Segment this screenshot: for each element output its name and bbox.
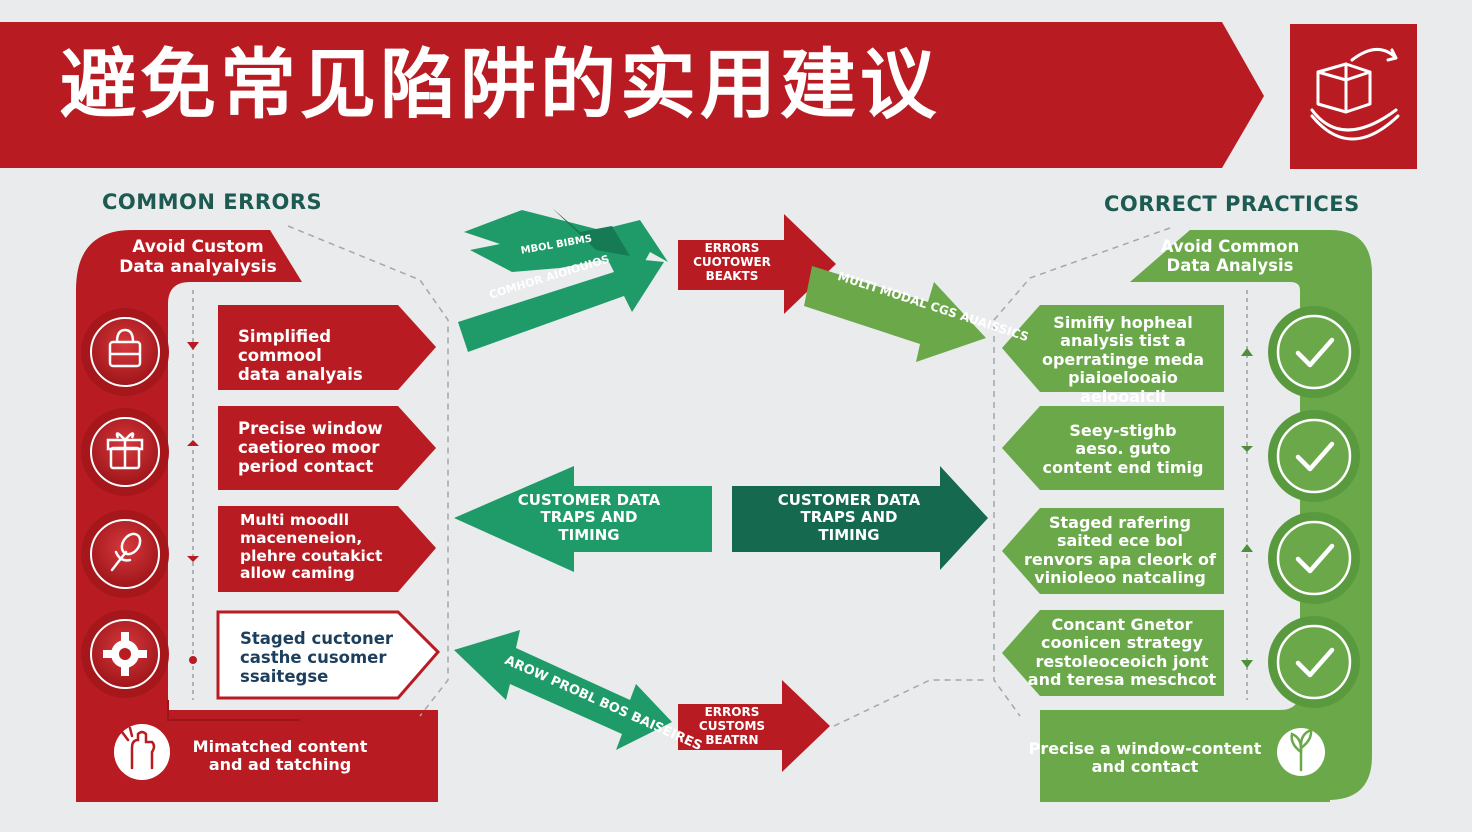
left-item-text: Precise window caetioreo moor period con… bbox=[238, 419, 383, 476]
left-item-box bbox=[216, 610, 441, 700]
right-footer-text: Precise a window-content and contact bbox=[1028, 739, 1262, 777]
right-dashed-guide bbox=[993, 227, 1171, 717]
left-item-text: Staged cuctoner casthe cusomer ssaitegse bbox=[240, 629, 394, 686]
check-icon bbox=[1295, 441, 1335, 472]
left-dashed-guide bbox=[287, 225, 449, 717]
errors-arrow-top bbox=[678, 214, 836, 314]
errors-bottom-label: ERRORS CUSTOMS BEATRN bbox=[698, 705, 766, 747]
center-left-arrow-label: CUSTOMER DATA TRAPS AND TIMING bbox=[517, 491, 661, 544]
gear-icon bbox=[103, 632, 147, 676]
box-with-arrow-icon bbox=[1310, 48, 1400, 141]
check-icon bbox=[1295, 543, 1335, 574]
hand-icon bbox=[120, 726, 156, 770]
left-cap-label: Avoid Custom Data analyalysis bbox=[119, 237, 277, 277]
right-item-text: Concant Gnetor coonicen strategy restole… bbox=[1027, 615, 1217, 690]
errors-arrow-bottom bbox=[678, 680, 830, 772]
right-item-box bbox=[1002, 610, 1224, 696]
small-arrow-marker bbox=[1241, 348, 1253, 668]
center-right-arrow-label: CUSTOMER DATA TRAPS AND TIMING bbox=[777, 491, 921, 544]
correct-practices-heading: CORRECT PRACTICES bbox=[1104, 192, 1360, 216]
gift-icon bbox=[106, 432, 144, 470]
page-title: 避免常见陷阱的实用建议 bbox=[60, 40, 940, 129]
left-item-text: Simplified commool data analyais bbox=[238, 327, 363, 384]
small-arrow-marker bbox=[187, 342, 199, 664]
right-item-text: Seey-stighb aeso. guto content end timig bbox=[1042, 421, 1204, 477]
left-item-box bbox=[218, 305, 436, 390]
multi-modal-arrow bbox=[804, 266, 986, 362]
top-left-teal-arrow bbox=[458, 208, 668, 352]
check-icon bbox=[1295, 647, 1335, 678]
left-item-box bbox=[218, 406, 436, 490]
common-errors-heading: COMMON ERRORS bbox=[102, 190, 323, 214]
check-icon bbox=[1295, 337, 1335, 368]
right-item-box bbox=[1002, 305, 1224, 392]
errors-top-label: ERRORS CUOTOWER BEAKTS bbox=[693, 241, 771, 283]
microphone-icon bbox=[110, 532, 142, 572]
right-item-box bbox=[1002, 406, 1224, 490]
plant-icon bbox=[1290, 728, 1313, 772]
right-item-box bbox=[1002, 508, 1224, 594]
left-item-text: Multi moodll maceneneion, plehre coutaki… bbox=[240, 511, 383, 583]
shopping-bag-icon bbox=[108, 328, 142, 368]
center-left-arrow bbox=[454, 466, 712, 572]
center-right-arrow bbox=[732, 466, 988, 570]
right-cap-label: Avoid Common Data Analysis bbox=[1160, 237, 1300, 275]
left-footer-text: Mimatched content and ad tatching bbox=[192, 737, 368, 775]
title-banner bbox=[0, 22, 1264, 168]
logo-box bbox=[1290, 24, 1417, 169]
right-item-text: Staged rafering saited ece bol renvors a… bbox=[1023, 513, 1217, 588]
left-item-box bbox=[218, 506, 436, 592]
right-item-text: Simifiy hopheal analysis tist a operrati… bbox=[1041, 313, 1205, 406]
bottom-dashed-link bbox=[833, 679, 986, 727]
bottom-left-arrow bbox=[454, 630, 672, 750]
